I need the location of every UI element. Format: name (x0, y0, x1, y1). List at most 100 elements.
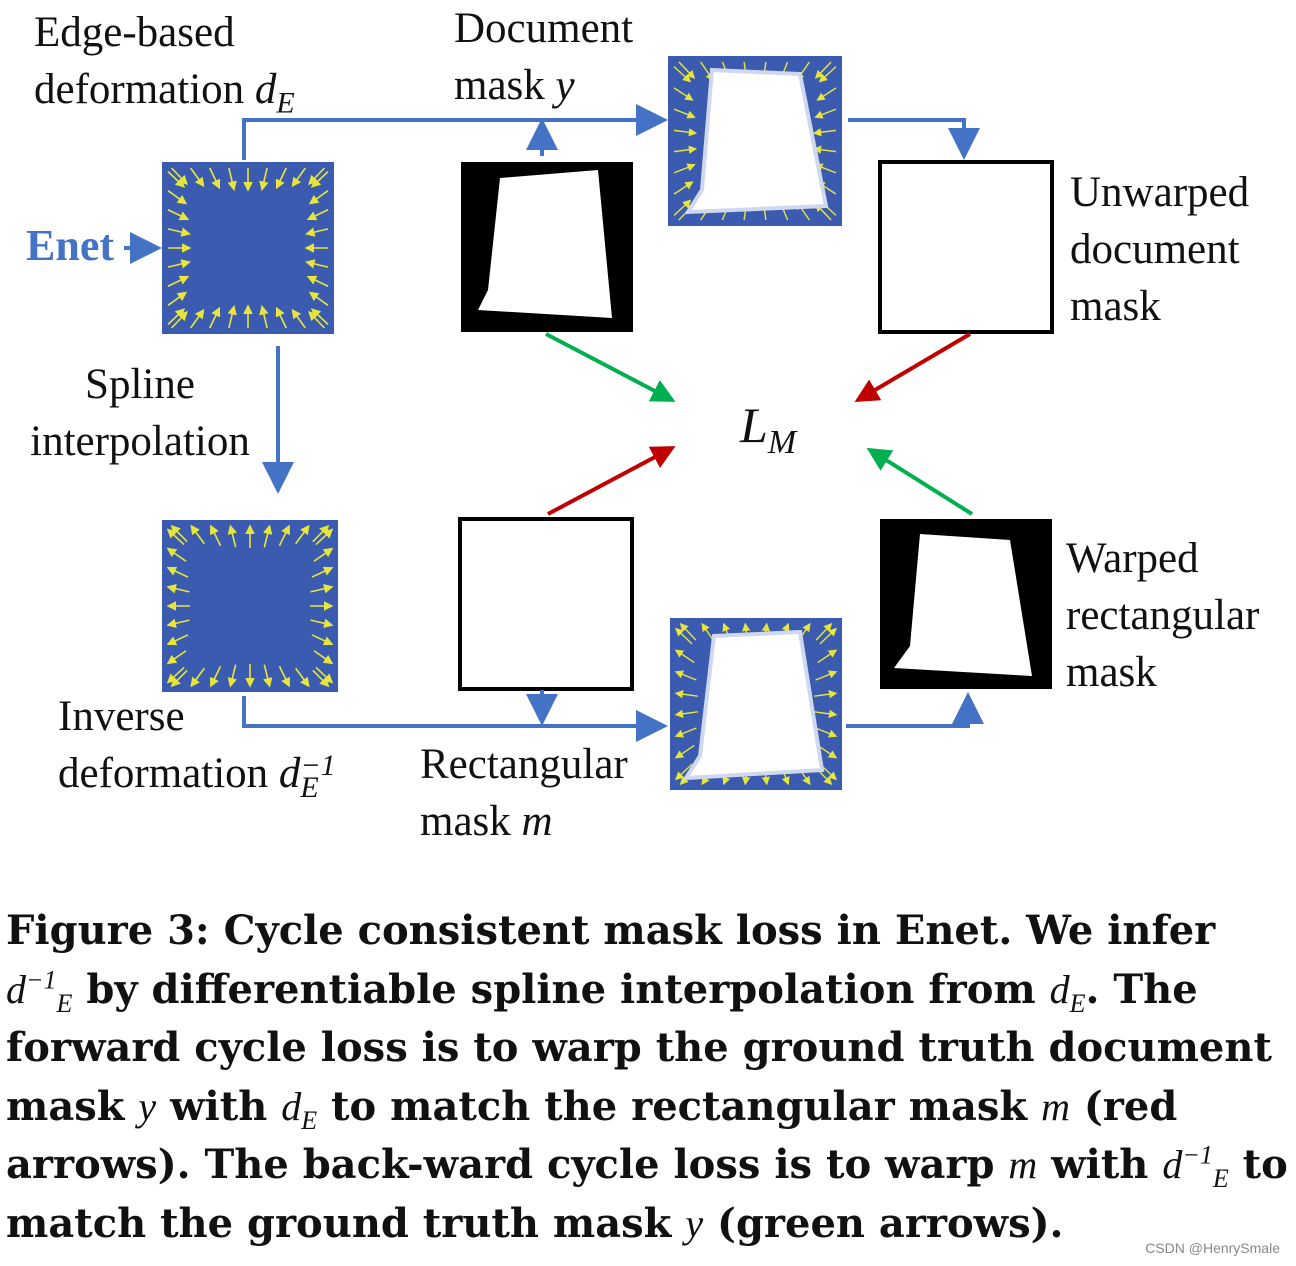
spline-interpolation-label: Spline interpolation (30, 361, 250, 465)
field-arrow (210, 524, 222, 547)
red-arrow-unwarped (854, 332, 972, 403)
field-arrow (679, 622, 697, 641)
field-arrow (190, 308, 205, 329)
field-arrow (313, 650, 334, 665)
field-arrow (306, 209, 329, 221)
watermark: CSDN @HenrySmale (1145, 1240, 1280, 1256)
field-arrow (259, 167, 269, 191)
field-arrow (308, 167, 326, 186)
field-arrow (190, 667, 205, 688)
field-arrow (227, 305, 237, 329)
field-arrow (166, 584, 190, 594)
field-arrow (305, 227, 329, 237)
field-arrow (295, 524, 310, 545)
document-mask-image (461, 162, 633, 332)
field-arrow (674, 744, 695, 759)
unwarped-document-mask-label: Unwarped document mask (1070, 169, 1250, 330)
rectangular-mask-label: Rectangular mask m (420, 741, 628, 845)
figure-caption: Figure 3: Cycle consistent mask loss in … (6, 907, 1288, 1247)
field-arrow (817, 744, 838, 759)
green-arrow-document (545, 332, 676, 402)
field-arrow (305, 259, 329, 269)
field-arrow (678, 61, 696, 79)
field-arrow (818, 66, 837, 83)
edge-deformation-field (162, 162, 334, 334)
warped-document-field (668, 56, 842, 226)
field-arrow (816, 87, 837, 101)
inverse-deformation-field (162, 520, 338, 692)
field-arrow (815, 727, 838, 738)
field-arrow (819, 627, 838, 645)
field-arrow (166, 618, 190, 628)
red-arrow-rectangular (547, 446, 676, 516)
field-arrow (167, 275, 190, 287)
field-arrow (815, 622, 833, 641)
field-arrow (674, 727, 697, 738)
green-arrow-warped (866, 447, 974, 516)
field-arrow (673, 128, 698, 137)
field-arrow (291, 167, 306, 188)
field-arrow (227, 664, 238, 688)
field-arrow (167, 259, 191, 269)
field-arrow (814, 108, 837, 119)
field-arrow (167, 308, 186, 326)
field-arrow (315, 666, 334, 684)
field-arrow (674, 763, 693, 781)
field-arrow (291, 308, 306, 329)
field-arrow (166, 528, 185, 546)
field-arrow (673, 199, 692, 216)
field-arrow (312, 524, 330, 543)
field-arrow (817, 649, 838, 664)
field-arrow (275, 167, 287, 190)
field-arrow (259, 305, 269, 329)
field-arrow (167, 227, 191, 237)
field-arrow (278, 665, 290, 688)
field-arrow (308, 291, 329, 306)
field-arrow (209, 306, 221, 329)
field-arrow (167, 291, 188, 306)
field-arrow (227, 167, 237, 191)
field-arrow (311, 566, 334, 578)
field-arrow (674, 709, 698, 718)
field-arrow (210, 665, 222, 688)
field-arrow (308, 190, 329, 205)
unwarped-document-mask (878, 160, 1054, 334)
field-arrow (310, 308, 329, 326)
field-arrow (275, 306, 287, 329)
field-arrow (262, 664, 273, 688)
field-arrow (262, 524, 273, 548)
document-mask-label: Document mask y (454, 5, 634, 109)
field-arrow (167, 209, 190, 221)
field-arrow (815, 670, 838, 681)
field-arrow (167, 170, 186, 188)
field-arrow (306, 275, 329, 287)
diagram-canvas (124, 56, 1054, 790)
field-arrow (673, 163, 696, 174)
enet-label: Enet (26, 221, 114, 270)
loss-label: LM (740, 397, 797, 461)
field-arrow (673, 66, 692, 83)
field-arrow (167, 190, 188, 205)
field-arrow (311, 634, 334, 646)
field-arrow (310, 584, 334, 594)
field-arrow (674, 649, 695, 664)
field-arrow (190, 524, 205, 545)
field-arrow (313, 547, 334, 562)
field-arrow (674, 627, 693, 645)
field-arrow (166, 666, 185, 684)
field-arrow (812, 145, 837, 154)
field-arrow (166, 547, 187, 562)
field-arrow (310, 618, 334, 628)
field-arrow (673, 145, 698, 154)
field-arrow (814, 61, 832, 79)
field-arrow (673, 181, 694, 195)
field-arrow (166, 650, 187, 665)
field-arrow (812, 128, 837, 137)
field-arrow (295, 667, 310, 688)
field-arrow (674, 690, 698, 699)
field-arrow (190, 167, 205, 188)
field-arrow (673, 87, 694, 101)
inverse-warped-field (670, 618, 842, 790)
field-arrow (209, 167, 221, 190)
